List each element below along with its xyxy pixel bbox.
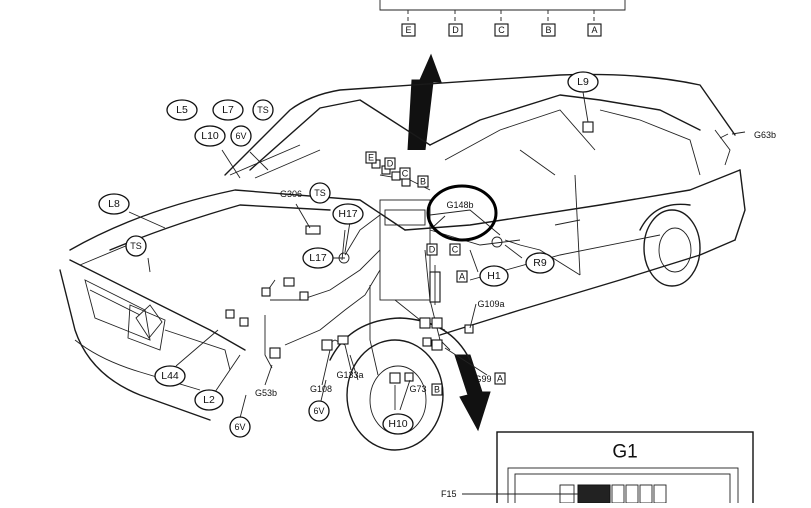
svg-text:D: D (387, 159, 394, 169)
wiring-harness (225, 121, 594, 384)
top-letter-c: C (494, 23, 509, 37)
svg-text:L5: L5 (176, 104, 188, 116)
svg-text:B: B (420, 177, 426, 187)
svg-text:6V: 6V (234, 422, 245, 432)
oval-label-ts-2: TS (125, 235, 147, 257)
square-letter-d-2: D (426, 243, 438, 256)
highlight-circle (426, 184, 498, 242)
square-letter-b-2: B (431, 383, 443, 396)
svg-text:H17: H17 (338, 208, 357, 220)
car-outline (59, 73, 746, 451)
top-letter-e: E (401, 23, 416, 37)
part-label-g306: G306 (280, 189, 302, 199)
svg-text:B: B (545, 25, 551, 35)
part-label-g53b: G53b (255, 388, 277, 398)
oval-label-l9: L9 (567, 71, 599, 93)
top-connector-block: E D C B A (379, 0, 626, 37)
oval-label-l17: L17 (302, 247, 334, 269)
up-arrow (407, 53, 442, 151)
inset-g1: G1 F15 (441, 431, 754, 508)
oval-label-ts-1: TS (252, 99, 274, 121)
svg-text:TS: TS (314, 188, 326, 198)
oval-label-h1: H1 (479, 265, 509, 287)
svg-text:6V: 6V (313, 406, 324, 416)
inset-pin-label: F15 (441, 489, 457, 499)
square-letter-e: E (365, 151, 377, 164)
svg-text:TS: TS (130, 241, 142, 251)
part-label-g148b: G148b (446, 200, 473, 210)
svg-text:D: D (452, 25, 459, 35)
square-letter-d: D (384, 157, 396, 170)
oval-label-6v-1: 6V (230, 125, 252, 147)
part-label-g108: G108 (310, 384, 332, 394)
svg-text:L17: L17 (309, 252, 327, 264)
oval-label-6v-2: 6V (229, 416, 251, 438)
svg-text:B: B (434, 385, 440, 395)
svg-text:L8: L8 (108, 198, 120, 210)
svg-text:C: C (452, 245, 459, 255)
oval-label-ts-3: TS (309, 182, 331, 204)
svg-text:A: A (459, 272, 465, 282)
square-letter-a: A (456, 270, 468, 283)
oval-label-l44: L44 (154, 365, 186, 387)
square-letter-a-2: A (494, 372, 506, 385)
oval-label-l2: L2 (194, 389, 224, 411)
top-letter-b: B (541, 23, 556, 37)
svg-text:L9: L9 (577, 76, 589, 88)
part-label-g99: G99 (474, 374, 491, 384)
oval-label-r9: R9 (525, 252, 555, 274)
square-letter-c: C (399, 167, 411, 180)
part-label-g73: G73 (409, 384, 426, 394)
leader-lines (128, 91, 746, 419)
svg-text:H1: H1 (487, 270, 501, 282)
oval-label-h10: H10 (382, 413, 414, 435)
inset-title: G1 (612, 442, 637, 463)
oval-label-6v-3: 6V (308, 400, 330, 422)
oval-label-l5: L5 (166, 99, 198, 121)
oval-label-h17: H17 (332, 203, 364, 225)
oval-label-l10: L10 (194, 125, 226, 147)
svg-text:C: C (498, 25, 505, 35)
top-letter-d: D (448, 23, 463, 37)
svg-text:A: A (497, 374, 503, 384)
oval-label-l8: L8 (98, 193, 130, 215)
part-label-g63b: G63b (754, 130, 776, 140)
svg-text:TS: TS (257, 105, 269, 115)
svg-text:H10: H10 (388, 418, 407, 430)
square-letter-c-2: C (449, 243, 461, 256)
down-arrow (454, 354, 491, 432)
svg-text:L2: L2 (203, 394, 215, 406)
svg-text:D: D (429, 245, 436, 255)
svg-text:C: C (402, 169, 409, 179)
svg-text:6V: 6V (235, 131, 246, 141)
svg-text:L10: L10 (201, 130, 219, 142)
svg-text:R9: R9 (533, 257, 547, 269)
part-label-g109a: G109a (477, 299, 504, 309)
svg-text:A: A (591, 25, 597, 35)
part-label-g133a: G133a (336, 370, 363, 380)
svg-text:L44: L44 (161, 370, 179, 382)
square-letter-b: B (417, 175, 429, 188)
top-letter-a: A (587, 23, 602, 37)
svg-text:L7: L7 (222, 104, 234, 116)
svg-text:E: E (368, 153, 374, 163)
svg-text:E: E (405, 25, 411, 35)
oval-label-l7: L7 (212, 99, 244, 121)
